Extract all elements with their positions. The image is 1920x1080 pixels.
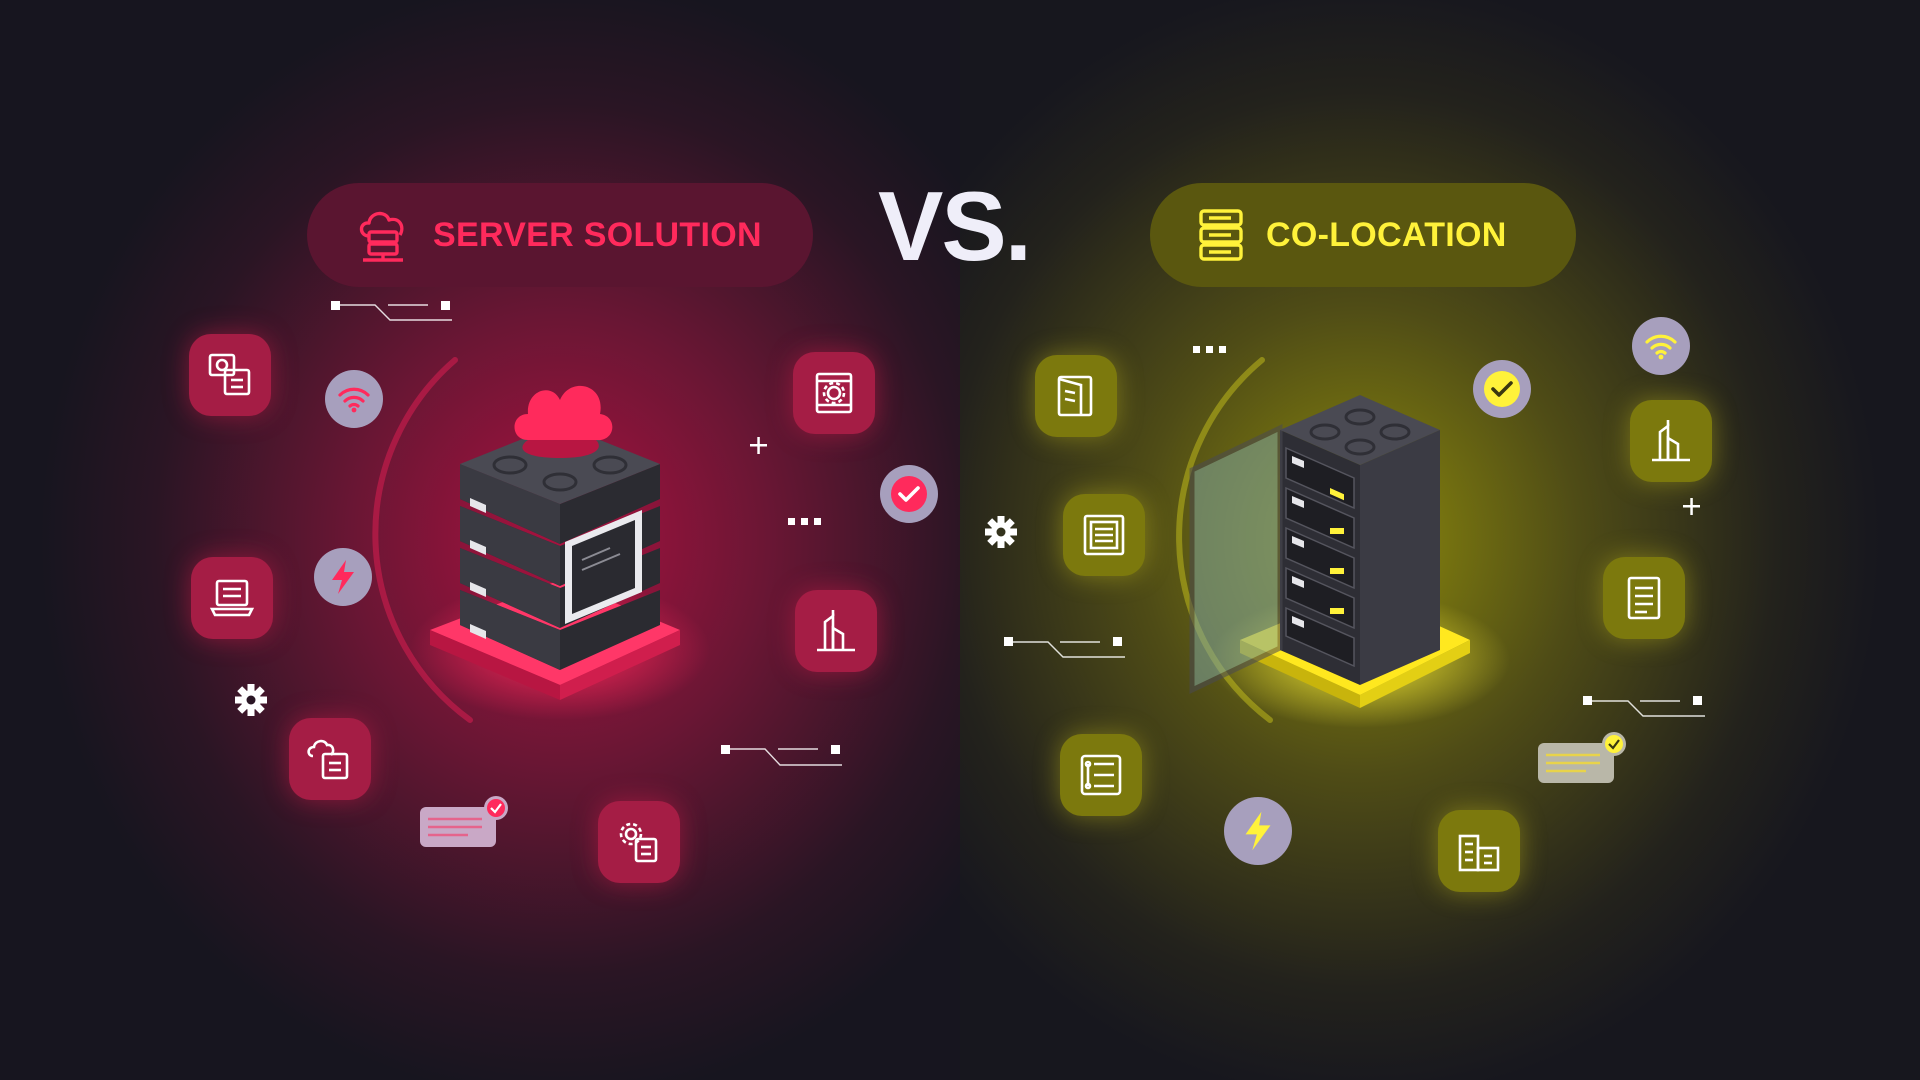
server-gear-tile bbox=[793, 352, 875, 434]
gear-icon bbox=[985, 516, 1017, 548]
flowchart-document-tile bbox=[1060, 734, 1142, 816]
co-location-pill: CO-LOCATION bbox=[1150, 183, 1576, 287]
document-list-tile bbox=[1603, 557, 1685, 639]
open-server-rack-icon bbox=[1189, 395, 1510, 728]
wifi-bubble bbox=[1632, 317, 1690, 375]
lightning-icon bbox=[1245, 811, 1271, 851]
flowchart-document-icon bbox=[1080, 754, 1122, 796]
wifi-bubble bbox=[325, 370, 383, 428]
server-solution-pill: SERVER SOLUTION bbox=[307, 183, 813, 287]
lightning-bubble bbox=[1224, 797, 1292, 865]
database-stack-icon bbox=[1199, 209, 1243, 261]
check-circle-icon bbox=[1484, 371, 1520, 407]
server-gear-icon bbox=[815, 372, 853, 414]
door-panel-tile bbox=[1035, 355, 1117, 437]
gear-document-tile bbox=[598, 801, 680, 883]
co-location-title: CO-LOCATION bbox=[1266, 215, 1507, 254]
vs-label: VS. bbox=[878, 171, 1032, 281]
office-building-icon bbox=[1458, 834, 1500, 872]
server-solution-title: SERVER SOLUTION bbox=[433, 215, 762, 254]
message-card-icon bbox=[420, 796, 508, 847]
monitor-document-icon bbox=[208, 353, 251, 396]
lightning-bubble bbox=[314, 548, 372, 606]
monitor-document-tile bbox=[189, 334, 271, 416]
cloud-document-tile bbox=[289, 718, 371, 800]
wifi-icon bbox=[338, 387, 370, 413]
cloud-server-icon bbox=[359, 211, 404, 262]
check-bubble bbox=[880, 465, 938, 523]
wifi-icon bbox=[1645, 334, 1677, 360]
message-card-icon bbox=[1538, 732, 1626, 783]
door-panel-icon bbox=[1057, 375, 1093, 417]
laptop-icon bbox=[209, 579, 255, 617]
gear-icon bbox=[235, 684, 267, 716]
server-panel-tile bbox=[1063, 494, 1145, 576]
skyscraper-tile bbox=[795, 590, 877, 672]
skyscraper-tile bbox=[1630, 400, 1712, 482]
rack-server-stack-icon bbox=[410, 385, 710, 720]
server-panel-icon bbox=[1083, 514, 1125, 556]
check-circle-icon bbox=[891, 476, 927, 512]
laptop-tile bbox=[191, 557, 273, 639]
cloud-document-icon bbox=[307, 739, 349, 780]
check-bubble bbox=[1473, 360, 1531, 418]
office-building-tile bbox=[1438, 810, 1520, 892]
skyscraper-icon bbox=[1652, 420, 1690, 462]
gear-document-icon bbox=[619, 822, 658, 863]
lightning-icon bbox=[332, 560, 354, 594]
skyscraper-icon bbox=[817, 610, 855, 652]
document-list-icon bbox=[1627, 576, 1661, 620]
